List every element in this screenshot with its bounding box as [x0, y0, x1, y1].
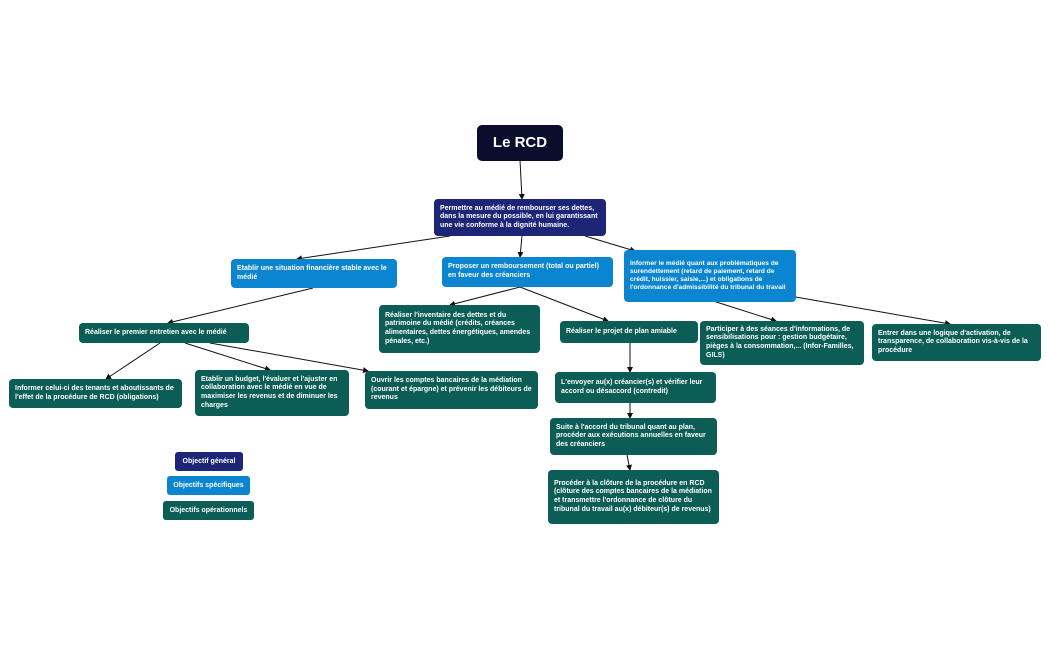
operational-projet-plan-text: Réaliser le projet de plan amiable: [566, 327, 677, 335]
edge-entretien-tenants: [105, 342, 161, 380]
specific-remboursement-node: Proposer un remboursement (total ou part…: [442, 257, 613, 287]
operational-envoyer-node: L'envoyer au(x) créancier(s) et vérifier…: [555, 372, 716, 403]
legend-operational: Objectifs opérationnels: [163, 501, 254, 520]
specific-situation-text: Etablir une situation financière stable …: [237, 264, 387, 281]
legend-general-label: Objectif général: [182, 458, 236, 465]
operational-activation-text: Entrer dans une logique d'activation, de…: [878, 329, 1028, 354]
operational-inventaire-text: Réaliser l'inventaire des dettes et du p…: [385, 311, 531, 345]
edge-general-remboursement: [517, 235, 524, 258]
edge-situation-entretien: [167, 287, 314, 325]
operational-budget-node: Etablir un budget, l'évaluer et l'ajuste…: [195, 370, 349, 416]
legend-specific: Objectifs spécifiques: [167, 476, 250, 495]
operational-accord-tribunal-text: Suite à l'accord du tribunal quant au pl…: [556, 423, 706, 448]
edge-entretien-budget: [184, 342, 271, 372]
specific-informer-text: Informer le médié quant aux problématiqu…: [630, 260, 786, 291]
root-node: Le RCD: [477, 125, 563, 161]
operational-comptes-text: Ouvrir les comptes bancaires de la média…: [371, 377, 532, 402]
edge-general-situation: [296, 235, 451, 262]
operational-premier-entretien-text: Réaliser le premier entretien avec le mé…: [85, 328, 227, 336]
operational-seances-node: Participer à des séances d'informations,…: [700, 321, 864, 365]
legend-operational-label: Objectifs opérationnels: [169, 507, 248, 514]
operational-accord-tribunal-node: Suite à l'accord du tribunal quant au pl…: [550, 418, 717, 455]
operational-premier-entretien-node: Réaliser le premier entretien avec le mé…: [79, 323, 249, 343]
general-objective-node: Permettre au médié de rembourser ses det…: [434, 199, 606, 236]
edge-informer-activation: [789, 295, 951, 327]
operational-tenants-text: Informer celui-ci des tenants et aboutis…: [15, 384, 174, 401]
root-label: Le RCD: [492, 133, 548, 151]
specific-remboursement-text: Proposer un remboursement (total ou part…: [448, 263, 599, 279]
operational-inventaire-node: Réaliser l'inventaire des dettes et du p…: [379, 305, 540, 353]
legend-general: Objectif général: [175, 452, 243, 471]
edge-entretien-comptes: [209, 342, 369, 374]
operational-activation-node: Entrer dans une logique d'activation, de…: [872, 324, 1041, 361]
edge-root-general: [518, 159, 525, 200]
operational-budget-text: Etablir un budget, l'évaluer et l'ajuste…: [201, 375, 338, 409]
operational-seances-text: Participer à des séances d'informations,…: [706, 325, 854, 359]
edge-remboursement-inventaire: [449, 286, 521, 307]
operational-cloture-node: Procéder à la clôture de la procédure en…: [548, 470, 719, 524]
operational-projet-plan-node: Réaliser le projet de plan amiable: [560, 321, 698, 343]
legend-specific-label: Objectifs spécifiques: [173, 482, 244, 489]
general-objective-text: Permettre au médié de rembourser ses det…: [440, 204, 598, 229]
edge-informer-seances: [709, 299, 777, 323]
operational-tenants-node: Informer celui-ci des tenants et aboutis…: [9, 379, 182, 408]
operational-cloture-text: Procéder à la clôture de la procédure en…: [554, 479, 712, 513]
specific-situation-node: Etablir une situation financière stable …: [231, 259, 397, 288]
specific-informer-node: Informer le médié quant aux problématiqu…: [624, 250, 796, 302]
operational-envoyer-text: L'envoyer au(x) créancier(s) et vérifier…: [561, 378, 703, 395]
edge-accord-cloture: [626, 454, 632, 471]
operational-comptes-node: Ouvrir les comptes bancaires de la média…: [365, 371, 538, 409]
edge-general-informer: [584, 235, 636, 253]
